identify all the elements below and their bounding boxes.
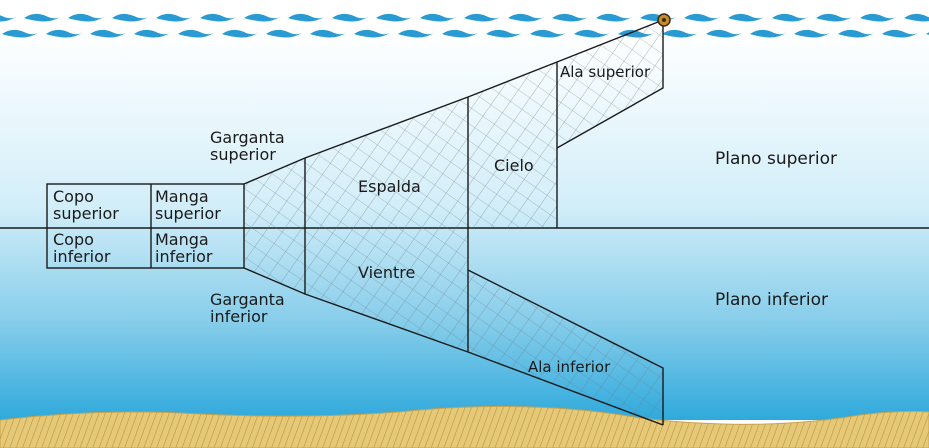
label-copo-inferior: Copo inferior	[53, 230, 111, 266]
wave-crest	[816, 13, 852, 22]
wave-crest	[90, 29, 126, 38]
lower-wing-panel	[468, 270, 663, 425]
wave-crest	[24, 13, 60, 22]
label-garganta-superior: Garganta superior	[210, 128, 285, 164]
wave-crest	[0, 15, 16, 22]
net-outline	[46, 19, 664, 426]
wave-crest	[574, 29, 610, 38]
label-plano-inferior: Plano inferior	[715, 290, 829, 310]
wave-crest	[464, 13, 500, 22]
wave-crest	[794, 29, 830, 38]
wave-crest	[222, 29, 258, 38]
wave-crest	[596, 13, 632, 22]
wave-crest	[838, 29, 874, 38]
wave-crest	[772, 13, 808, 22]
wave-crest	[46, 29, 82, 38]
wave-crest	[134, 29, 170, 38]
wave-crest	[354, 29, 390, 38]
wave-crest	[552, 13, 588, 22]
wave-crest	[530, 29, 566, 38]
wave-crest	[288, 13, 324, 22]
wave-crest	[728, 13, 764, 22]
wave-crest	[706, 29, 742, 38]
wave-crest	[2, 29, 38, 38]
wave-crest	[486, 29, 522, 38]
lower-belly-panel	[305, 228, 468, 352]
wave-crest	[332, 13, 368, 22]
wave-crest	[442, 29, 478, 38]
wave-crest	[266, 29, 302, 38]
wave-crest	[244, 13, 280, 22]
label-garganta-inferior: Garganta inferior	[210, 290, 285, 326]
upper-ceiling-panel	[468, 62, 557, 228]
label-manga-superior: Manga superior	[155, 187, 221, 223]
wave-crest	[684, 13, 720, 22]
seabed	[0, 405, 929, 448]
label-espalda: Espalda	[358, 177, 421, 196]
wave-crest	[376, 13, 412, 22]
wave-crest	[398, 29, 434, 38]
wave-crest	[904, 13, 929, 22]
wave-crest	[156, 13, 192, 22]
wave-crest	[750, 29, 786, 38]
label-ala-superior: Ala superior	[560, 63, 651, 81]
wave-crest	[926, 32, 929, 35]
wave-crest	[310, 29, 346, 38]
surface-waves	[0, 13, 929, 38]
label-ala-inferior: Ala inferior	[528, 358, 611, 376]
wave-crest	[178, 29, 214, 38]
wave-crest	[112, 13, 148, 22]
wave-crest	[662, 29, 698, 38]
label-vientre: Vientre	[358, 263, 416, 282]
wave-crest	[420, 13, 456, 22]
label-copo-superior: Copo superior	[53, 187, 119, 223]
label-plano-superior: Plano superior	[715, 149, 837, 169]
wave-crest	[860, 13, 896, 22]
label-cielo: Cielo	[494, 156, 534, 175]
wave-crest	[200, 13, 236, 22]
wave-crest	[68, 13, 104, 22]
wave-crest	[508, 13, 544, 22]
lower-throat-panel	[244, 228, 305, 294]
label-manga-inferior: Manga inferior	[155, 230, 213, 266]
upper-back-panel	[305, 97, 468, 228]
wave-crest	[882, 29, 918, 38]
upper-throat-panel	[244, 158, 305, 228]
